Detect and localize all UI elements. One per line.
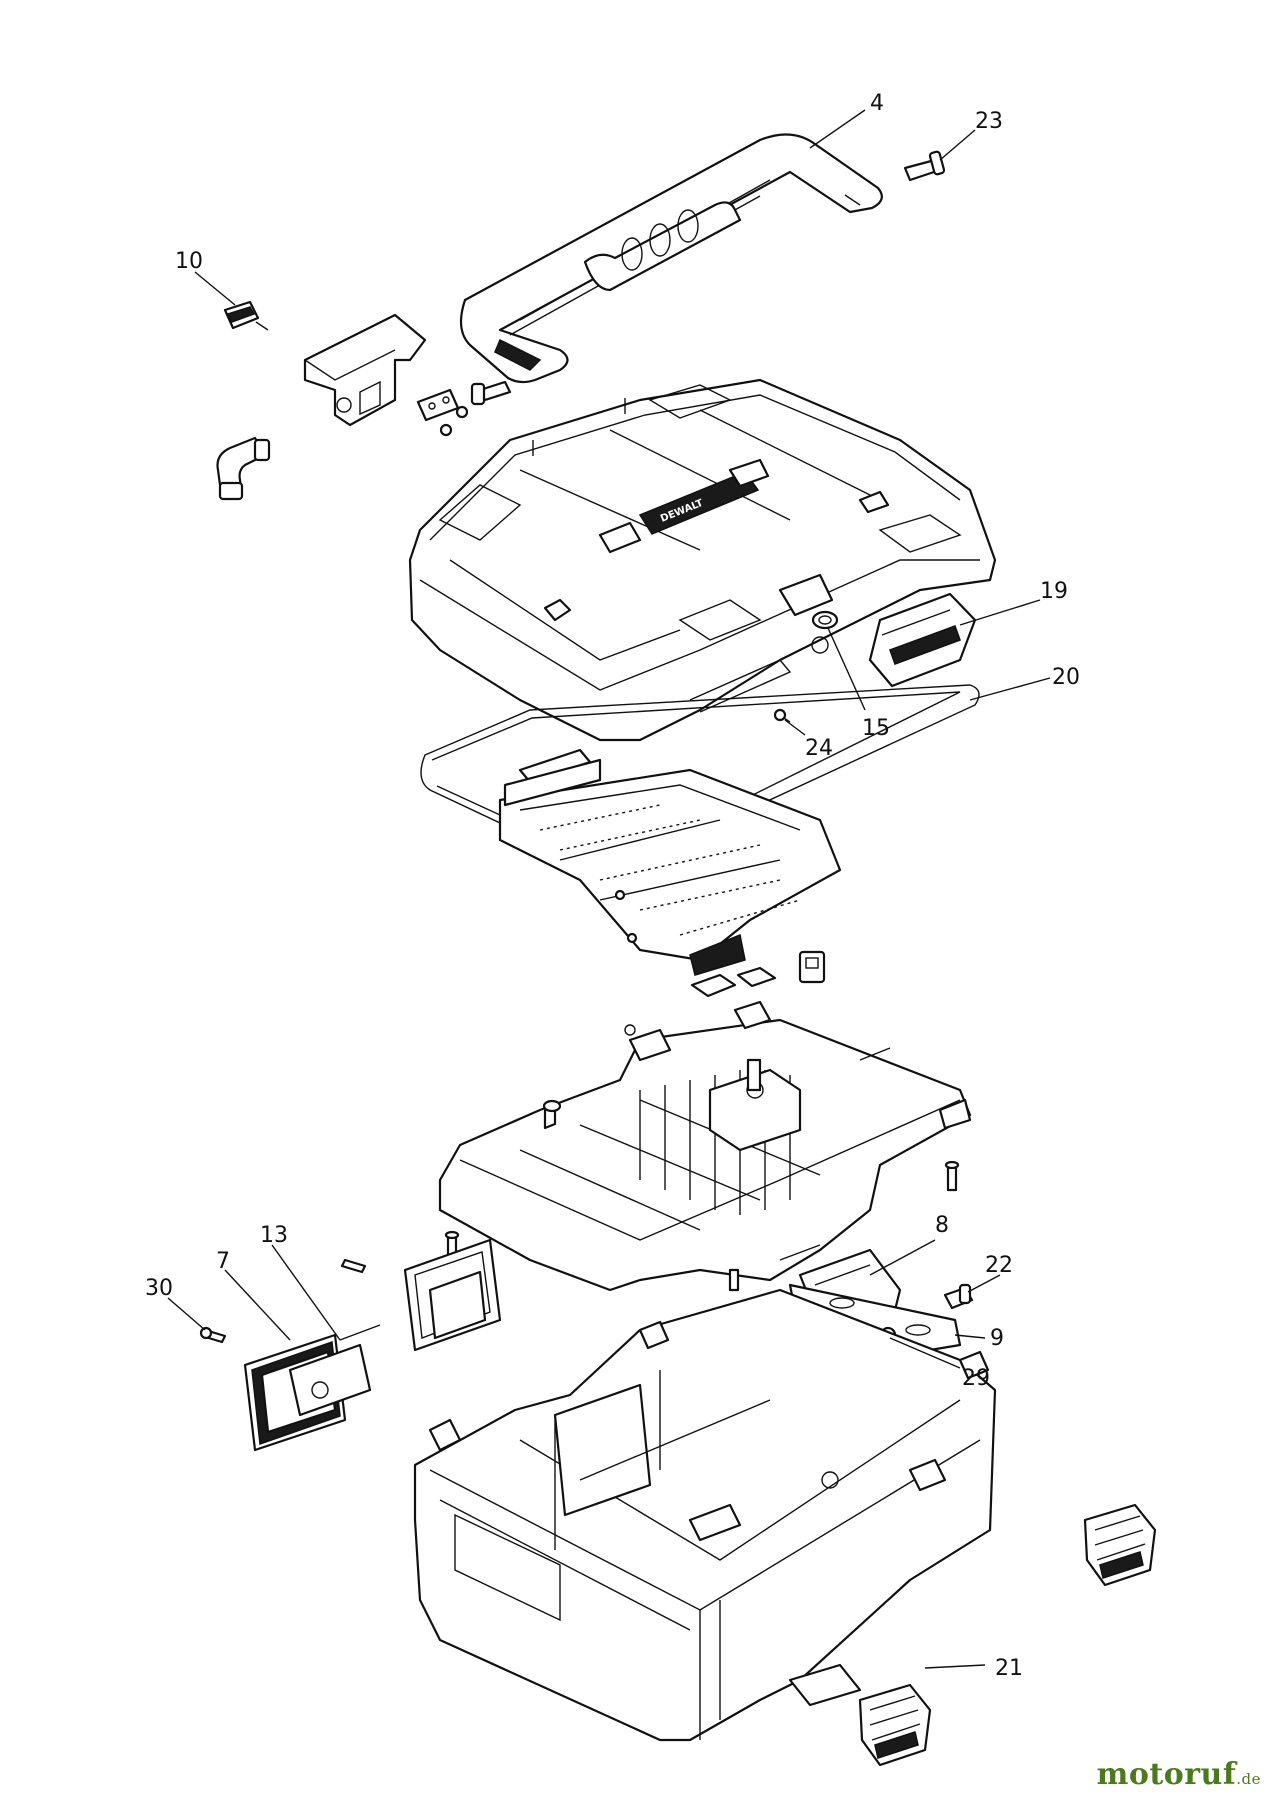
leader-29 (889, 1337, 961, 1369)
leader-19 (959, 599, 1041, 626)
callout-10: 10 (175, 249, 203, 274)
callout-labels: 4 23 10 19 20 15 24 8 22 9 29 13 7 30 21 (145, 91, 1080, 1681)
callout-15: 15 (862, 716, 890, 741)
part-10-switch (223, 300, 269, 331)
part-21-latch-left (858, 1683, 932, 1767)
callout-8: 8 (935, 1213, 949, 1238)
part-7-panel (243, 1333, 372, 1452)
case-lid: DEWALT (408, 378, 997, 742)
callout-13: 13 (260, 1223, 288, 1248)
callout-29: 29 (962, 1366, 990, 1391)
callout-24: 24 (805, 736, 833, 761)
watermark-name: motoruf (1096, 1757, 1237, 1792)
leader-8 (869, 1239, 936, 1276)
part-13-rod (339, 1324, 381, 1341)
case-bottom (413, 1288, 997, 1742)
small-components (614, 889, 826, 998)
leader-22 (967, 1274, 1001, 1293)
watermark-tld: .de (1236, 1770, 1261, 1788)
elbow-connector (216, 436, 271, 501)
leader-4 (809, 109, 866, 149)
part-15-grommet (811, 610, 839, 630)
leader-7 (224, 1269, 291, 1341)
leader-21 (924, 1664, 986, 1669)
part-21-latch-right (1083, 1503, 1157, 1587)
main-circuit-board (498, 748, 842, 976)
leader-20 (969, 677, 1051, 701)
leader-15 (827, 627, 866, 711)
callout-7: 7 (216, 1249, 230, 1274)
callout-30: 30 (145, 1276, 173, 1301)
leader-lines (167, 109, 1051, 1669)
part-24-screw (773, 708, 791, 723)
part-30-screw (199, 1326, 227, 1344)
inner-chassis-tray (438, 1000, 972, 1292)
callout-4: 4 (870, 91, 884, 116)
callout-19: 19 (1040, 579, 1068, 604)
leader-13 (271, 1244, 341, 1341)
callout-21: 21 (995, 1656, 1023, 1681)
leader-24 (784, 719, 806, 736)
leader-23 (939, 129, 976, 161)
small-circuit-board (416, 380, 512, 437)
part-22-screw (943, 1283, 974, 1310)
front-panel-assembly (303, 313, 427, 427)
leader-10 (194, 271, 236, 306)
watermark-logo: motoruf.de (1097, 1757, 1261, 1792)
callout-9: 9 (990, 1326, 1004, 1351)
part-23-screw (903, 150, 946, 182)
callout-20: 20 (1052, 665, 1080, 690)
callout-23: 23 (975, 109, 1003, 134)
leader-30 (167, 1297, 206, 1331)
part-4-carry-handle (459, 133, 883, 384)
part-19-connector (868, 592, 977, 688)
callout-22: 22 (985, 1253, 1013, 1278)
front-vent-panel (403, 1238, 502, 1352)
leader-9 (954, 1334, 986, 1339)
